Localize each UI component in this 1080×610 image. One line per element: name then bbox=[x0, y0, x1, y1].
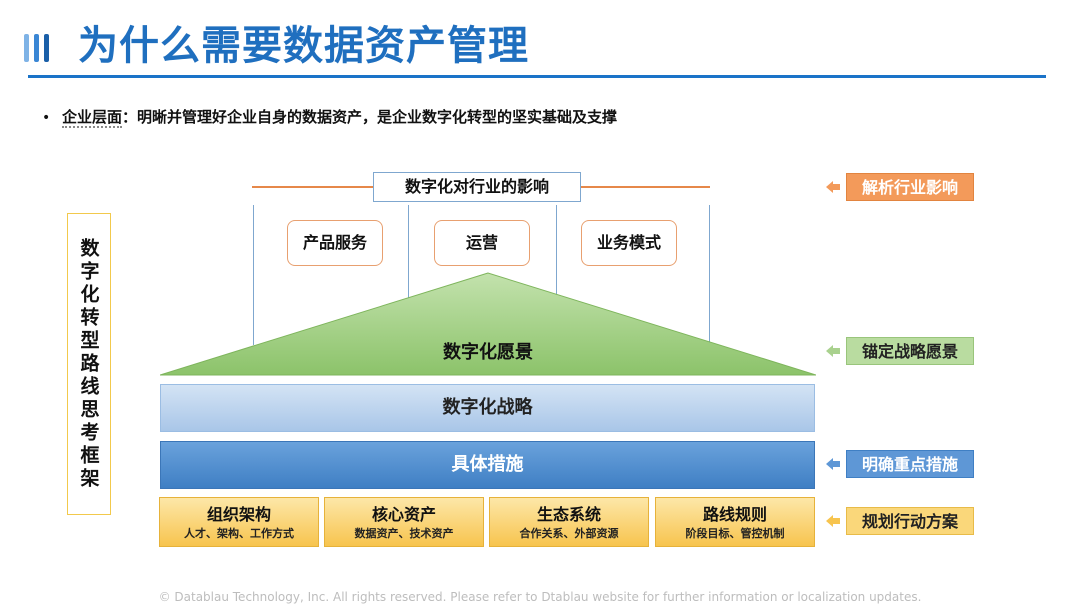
impact-item-product: 产品服务 bbox=[287, 220, 383, 266]
divider-line bbox=[709, 205, 710, 345]
arrow-left-icon bbox=[826, 345, 840, 357]
pillar-roadmap: 路线规则 阶段目标、管控机制 bbox=[655, 497, 815, 547]
bullet-dot-icon: • bbox=[42, 110, 51, 126]
arrow-left-icon bbox=[826, 515, 840, 527]
tag-industry-impact: 解析行业影响 bbox=[846, 173, 974, 201]
pillar-subtitle: 人才、架构、工作方式 bbox=[184, 527, 294, 540]
title-divider bbox=[28, 75, 1046, 78]
pillar-core-assets: 核心资产 数据资产、技术资产 bbox=[324, 497, 484, 547]
arrow-left-icon bbox=[826, 458, 840, 470]
pillar-title: 路线规则 bbox=[702, 505, 767, 524]
impact-line-left bbox=[252, 186, 373, 188]
vision-triangle bbox=[160, 272, 816, 376]
pillar-title: 生态系统 bbox=[536, 505, 601, 524]
bullet-text: 明晰并管理好企业自身的数据资产，是企业数字化转型的坚实基础及支撑 bbox=[137, 108, 618, 126]
tag-strategic-vision: 锚定战略愿景 bbox=[846, 337, 974, 365]
pillar-subtitle: 阶段目标、管控机制 bbox=[685, 527, 785, 540]
impact-item-operation: 运营 bbox=[434, 220, 530, 266]
pillar-title: 核心资产 bbox=[371, 505, 436, 524]
arrow-left-icon bbox=[826, 181, 840, 193]
divider-line bbox=[253, 205, 254, 345]
copyright-footer: © Datablau Technology, Inc. All rights r… bbox=[158, 590, 922, 604]
measures-bar: 具体措施 bbox=[160, 441, 815, 489]
strategy-bar: 数字化战略 bbox=[160, 384, 815, 432]
framework-side-text: 数字化转型路线思考框架 bbox=[77, 237, 100, 491]
divider-line bbox=[556, 205, 557, 315]
framework-side-label: 数字化转型路线思考框架 bbox=[67, 213, 111, 515]
tag-key-measures: 明确重点措施 bbox=[846, 450, 974, 478]
page-title: 为什么需要数据资产管理 bbox=[78, 23, 529, 69]
vision-label: 数字化愿景 bbox=[443, 342, 533, 363]
impact-item-business-model: 业务模式 bbox=[581, 220, 677, 266]
bullet-label: 企业层面 bbox=[62, 108, 123, 128]
impact-line-right bbox=[581, 186, 710, 188]
pillar-title: 组织架构 bbox=[206, 505, 271, 524]
pillar-organization: 组织架构 人才、架构、工作方式 bbox=[159, 497, 319, 547]
pillar-ecosystem: 生态系统 合作关系、外部资源 bbox=[489, 497, 649, 547]
title-bars-icon bbox=[24, 34, 56, 62]
bullet-statement: 企业层面：明晰并管理好企业自身的数据资产，是企业数字化转型的坚实基础及支撑 bbox=[62, 106, 618, 128]
impact-header: 数字化对行业的影响 bbox=[373, 172, 581, 202]
pillar-subtitle: 合作关系、外部资源 bbox=[519, 527, 619, 540]
divider-line bbox=[408, 205, 409, 315]
bullet-colon: ： bbox=[122, 108, 138, 126]
tag-action-plan: 规划行动方案 bbox=[846, 507, 974, 535]
pillar-subtitle: 数据资产、技术资产 bbox=[354, 527, 454, 540]
